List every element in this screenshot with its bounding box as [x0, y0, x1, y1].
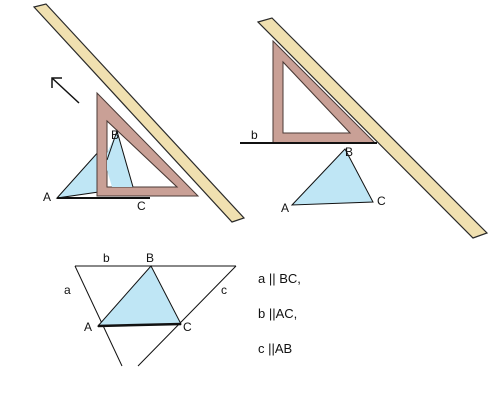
bottom-line-label-a: a — [64, 283, 71, 297]
right-vertex-label-a: A — [281, 201, 289, 215]
left-vertex-label-b: B — [111, 128, 119, 142]
bottom-vertex-label-c: C — [183, 320, 192, 334]
right-triangle-abc — [290, 148, 374, 206]
bottom-figure: b B a c A C — [64, 251, 237, 367]
left-figure: A B C — [32, 3, 246, 223]
bottom-line-label-b: b — [103, 251, 110, 265]
right-figure: b B A C — [240, 17, 489, 239]
left-vertex-label-a: A — [43, 190, 51, 204]
bottom-line-c — [137, 265, 237, 367]
bottom-side-ac — [97, 322, 182, 328]
left-triangle-through-hole — [107, 131, 133, 187]
left-triangle-edge-through-hole — [106, 129, 134, 188]
bottom-triangle-abc — [96, 265, 182, 327]
right-ruler — [256, 17, 489, 239]
relation-b-parallel-ac: b ||AC, — [258, 306, 297, 321]
left-vertex-label-c: C — [137, 199, 146, 213]
bottom-vertex-label-b: B — [146, 251, 154, 265]
right-vertex-label-c: C — [377, 194, 386, 208]
relation-c-parallel-ab: c ||AB — [258, 341, 292, 356]
right-set-square-hole — [282, 60, 352, 134]
right-line-label-b: b — [251, 128, 258, 142]
bottom-vertex-label-a: A — [84, 320, 92, 334]
bottom-line-a — [74, 265, 123, 367]
right-vertex-label-b: B — [345, 145, 353, 159]
up-left-arrow-icon — [51, 77, 80, 104]
parallel-relations: a || BC, b ||AC, c ||AB — [258, 271, 301, 356]
bottom-line-label-c: c — [221, 283, 227, 297]
left-ruler — [32, 3, 246, 223]
relation-a-parallel-bc: a || BC, — [258, 271, 301, 286]
